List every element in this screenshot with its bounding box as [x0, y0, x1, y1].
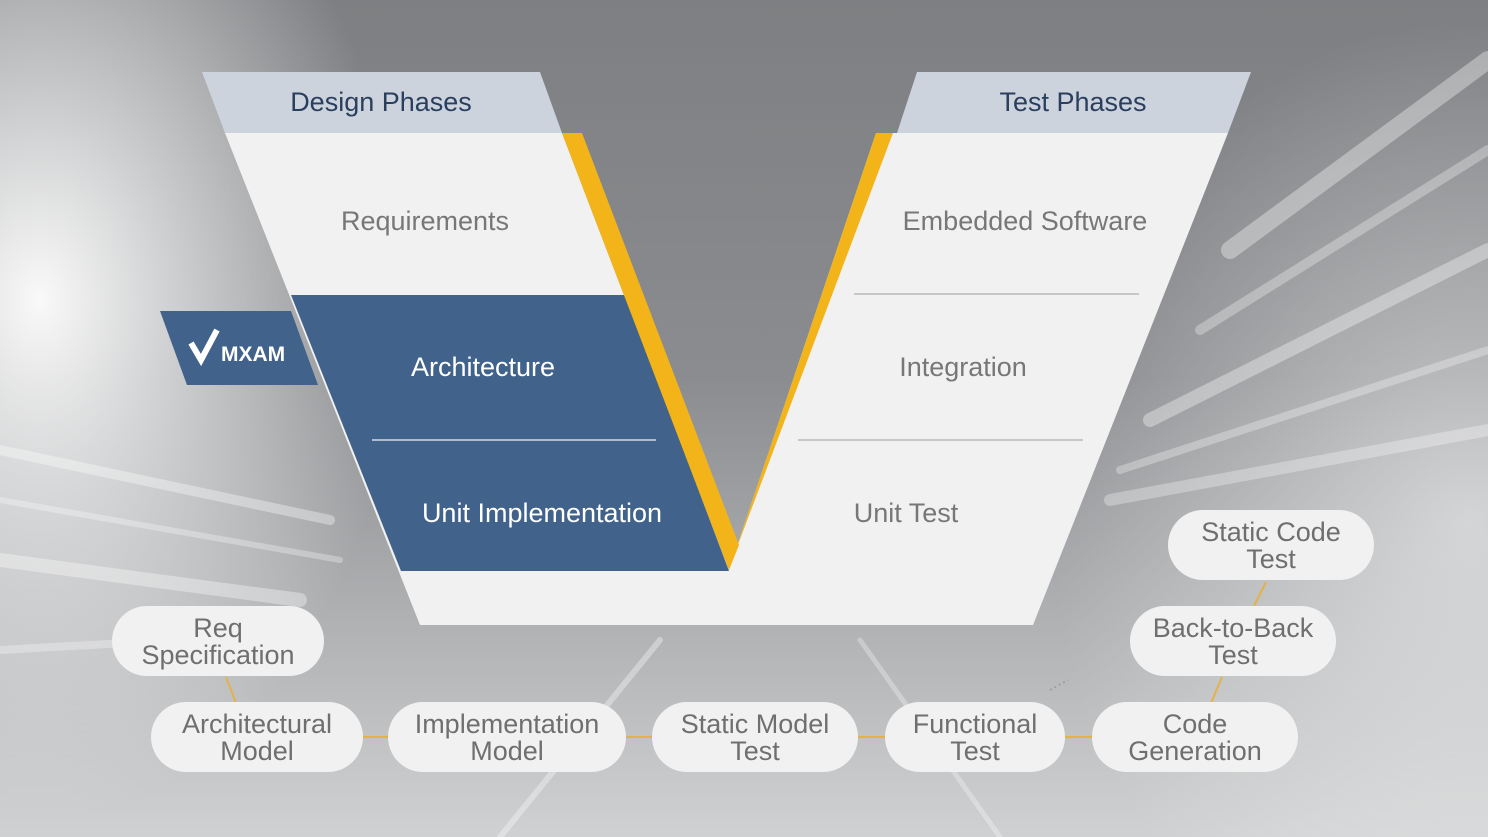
design-phase-requirements: Requirements: [341, 206, 509, 236]
mxam-tab: [160, 311, 318, 385]
tool-pill-shape: [388, 702, 626, 772]
test-phase-embedded-software: Embedded Software: [903, 206, 1148, 236]
tool-pill-label: Implementation: [415, 709, 600, 739]
test-phase-integration: Integration: [899, 352, 1027, 382]
tool-pill-label: Static Model: [681, 709, 830, 739]
tool-pill-label: Specification: [141, 640, 294, 670]
design-phase-architecture: Architecture: [411, 352, 555, 382]
test-phase-unit-test: Unit Test: [854, 498, 959, 528]
tool-connectors: [225, 581, 1267, 738]
tool-pill-label: Generation: [1128, 736, 1262, 766]
tool-pill-shape: [112, 606, 324, 676]
tool-pills: ReqSpecificationArchitecturalModelImplem…: [112, 510, 1374, 772]
tool-pill-label: Test: [730, 736, 780, 766]
tool-pill-label: Model: [220, 736, 294, 766]
tool-pill-shape: [1168, 510, 1374, 580]
test-phases-title: Test Phases: [999, 87, 1146, 117]
tool-pill-shape: [151, 702, 363, 772]
tool-pill-shape: [1092, 702, 1298, 772]
mxam-logo-text: MXAM: [221, 343, 285, 366]
dotted-connector: [1049, 679, 1069, 691]
tool-pill-label: Static Code: [1201, 517, 1341, 547]
test-phases-header-band: [897, 72, 1251, 133]
tool-pill-label: Model: [470, 736, 544, 766]
checkmark-logo-icon: [188, 328, 220, 367]
design-phase-unit-implementation: Unit Implementation: [422, 498, 662, 528]
design-phases-title: Design Phases: [290, 87, 472, 117]
tool-pill-label: Req: [193, 613, 243, 643]
tool-pill-label: Back-to-Back: [1153, 613, 1314, 643]
accent-stroke-left: [562, 133, 739, 570]
tool-pill-label: Architectural: [182, 709, 332, 739]
tool-pill-label: Functional: [913, 709, 1038, 739]
tool-pill-label: Test: [1208, 640, 1258, 670]
design-phases-header-band: [202, 72, 562, 133]
tool-pill-label: Test: [950, 736, 1000, 766]
tool-pill-shape: [885, 702, 1065, 772]
tool-pill-shape: [1130, 606, 1336, 676]
tool-pill-shape: [652, 702, 858, 772]
tool-pill-label: Test: [1246, 544, 1296, 574]
mxam-coverage-area: [291, 295, 729, 571]
tool-pill-label: Code: [1163, 709, 1228, 739]
